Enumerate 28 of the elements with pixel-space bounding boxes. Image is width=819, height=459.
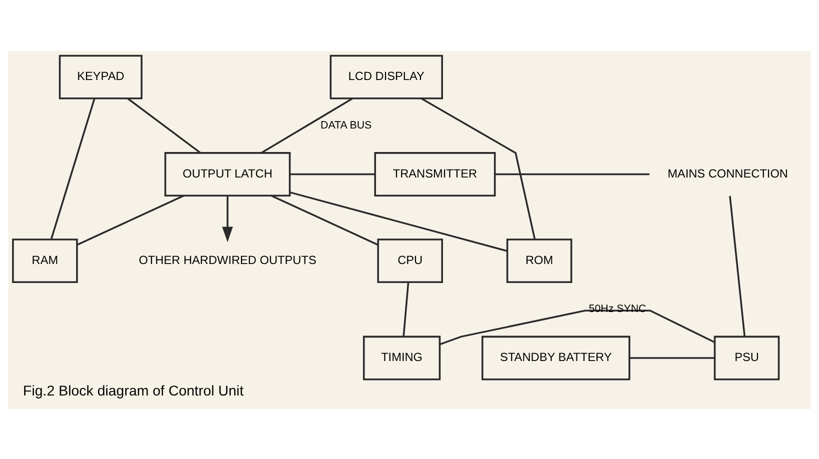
node-text: MAINS CONNECTION: [668, 166, 788, 180]
connector: [290, 190, 508, 252]
node-box: KEYPAD: [58, 54, 142, 99]
node-box: CPU: [377, 238, 443, 283]
connector: [77, 194, 184, 245]
arrow: [222, 195, 233, 242]
node-box: LCD DISPLAY: [330, 54, 443, 99]
caption: Fig.2 Block diagram of Control Unit: [23, 382, 244, 399]
connector: [440, 309, 715, 345]
node-box: TIMING: [362, 335, 441, 380]
edge-label: DATA BUS: [320, 118, 372, 131]
connector: [261, 97, 353, 154]
connector: [290, 172, 375, 175]
connector: [402, 282, 410, 336]
connector: [50, 98, 96, 239]
node-box: OUTPUT LATCH: [164, 152, 291, 196]
node-box: TRANSMITTER: [374, 152, 496, 196]
connector: [629, 356, 715, 358]
connector: [420, 97, 536, 239]
connector: [270, 194, 378, 245]
node-text: OTHER HARDWIRED OUTPUTS: [138, 252, 316, 266]
node-box: RAM: [12, 238, 78, 283]
node-box: PSU: [714, 335, 780, 380]
node-box: STANDBY BATTERY: [482, 335, 630, 380]
connector: [495, 172, 650, 175]
node-box: ROM: [506, 238, 572, 283]
connector: [729, 195, 746, 336]
connector: [127, 97, 201, 153]
